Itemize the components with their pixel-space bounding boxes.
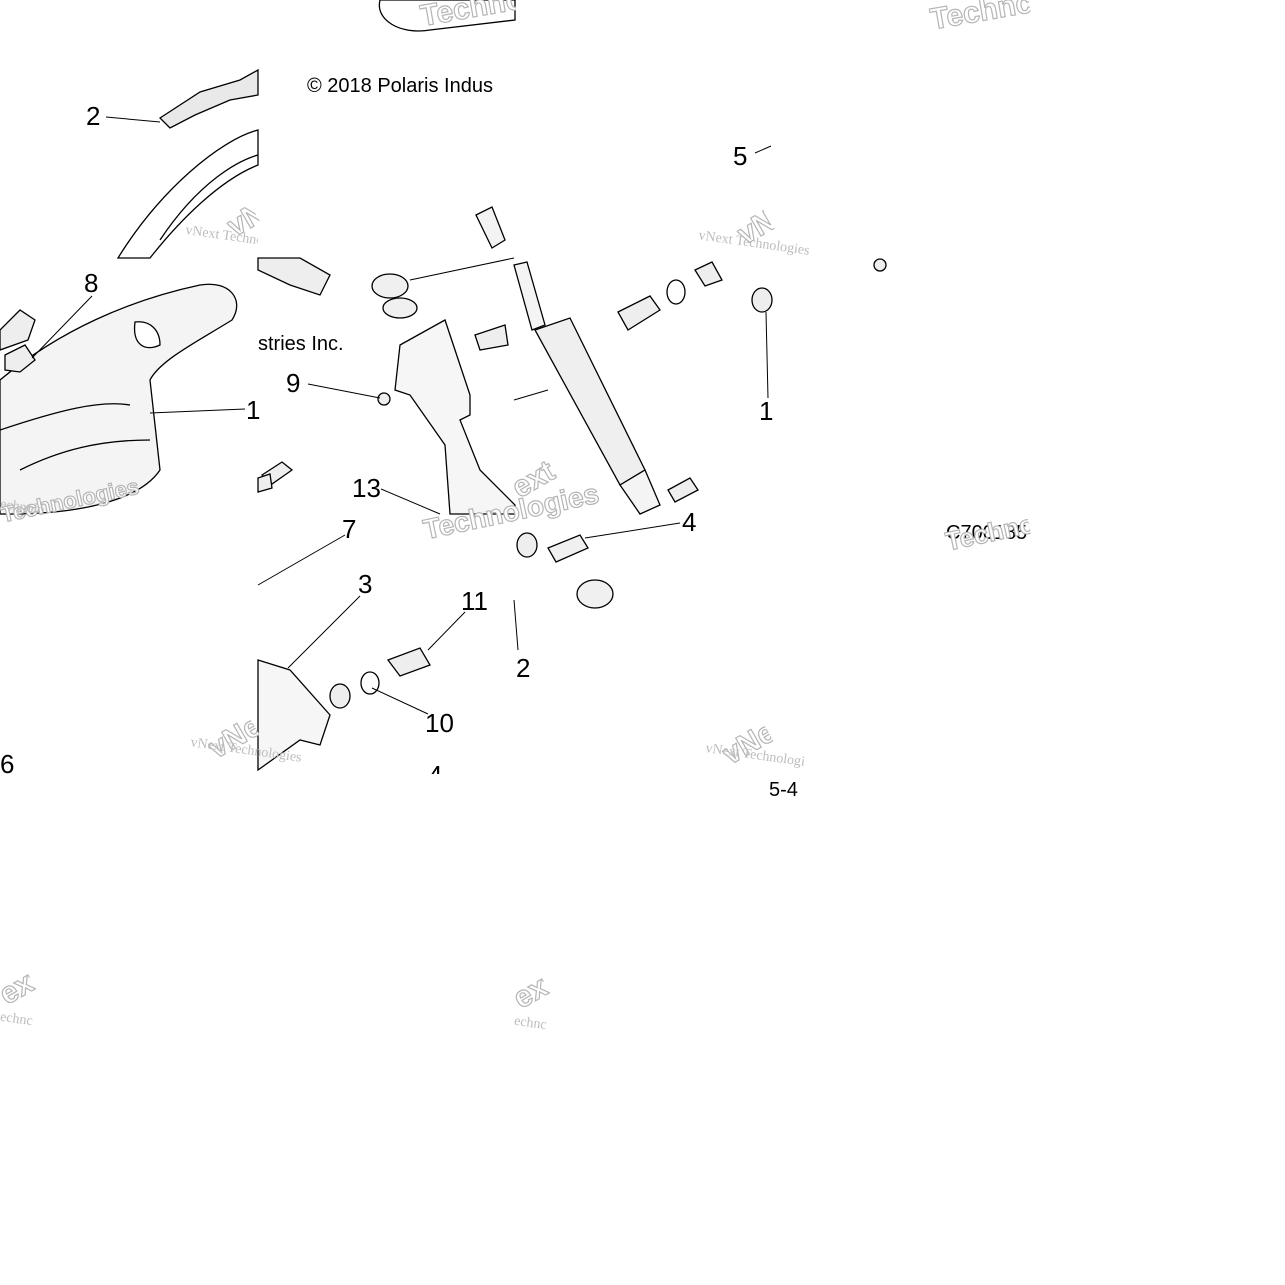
steering-bar-upper [116, 0, 516, 259]
callout-2-top: 2 [86, 101, 101, 131]
callout-7: 7 [342, 514, 357, 544]
callout-9: 9 [286, 368, 301, 398]
bushing-upper [371, 273, 418, 319]
bolt-right-lower [667, 477, 699, 503]
callout-4-bottom: 4 [428, 762, 442, 774]
callout-11: 11 [461, 586, 488, 616]
grip-part-8 [0, 309, 36, 373]
handle-bar-1 [0, 283, 238, 515]
callout-3: 3 [358, 569, 373, 599]
callout-1-right: 1 [759, 396, 774, 426]
nut-right [751, 258, 887, 313]
callout-13: 13 [352, 473, 381, 503]
bushing-lower [329, 532, 614, 709]
callout-2-bottom: 2 [516, 653, 531, 683]
callout-4-right: 4 [682, 507, 697, 537]
blank-area-right [772, 0, 1285, 258]
copyright-line-1: © 2018 Polaris Indus [307, 75, 493, 97]
callout-1-left: 1 [246, 395, 261, 425]
mount-bracket-3 [394, 319, 516, 515]
copyright-line-2: stries Inc. [258, 333, 344, 355]
bracket-lower [257, 659, 331, 772]
diagram-code: C700185 [946, 522, 1028, 544]
bracket-part-2 [158, 68, 259, 129]
bolt-center [474, 324, 509, 351]
callout-6: 6 [0, 749, 15, 779]
shock-top-eye [475, 206, 506, 249]
callout-10: 10 [425, 708, 454, 738]
leader-lines [31, 116, 772, 715]
steering-damper [513, 261, 661, 515]
callout-8: 8 [84, 268, 99, 298]
page-number: 5-4 [769, 779, 798, 801]
nut-9 [377, 392, 391, 406]
callout-5: 5 [733, 141, 748, 171]
bolt-left [257, 461, 294, 493]
frame-bracket-top [257, 257, 331, 296]
bolt-right-upper [617, 261, 723, 331]
